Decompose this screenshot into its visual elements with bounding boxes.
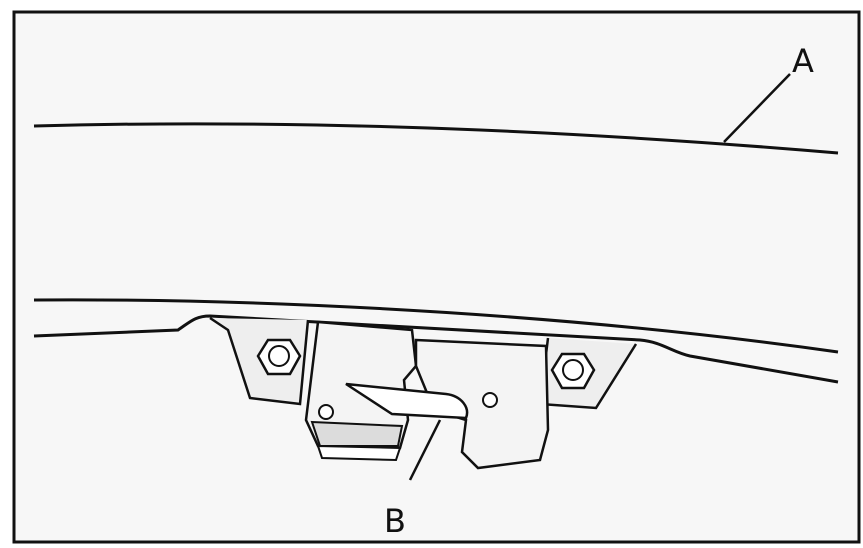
latch-shadow	[310, 420, 404, 447]
right-bolt-icon	[550, 352, 596, 390]
latch-lower-step	[316, 444, 402, 462]
callout-label-a: A	[792, 42, 814, 80]
panel-edge-lower	[33, 298, 839, 354]
diagram-border	[12, 10, 861, 544]
panel-flange	[33, 314, 839, 384]
callout-label-b: B	[384, 502, 406, 540]
leader-line-a	[723, 73, 791, 143]
left-bolt-icon	[256, 338, 302, 376]
release-lever	[345, 382, 469, 420]
panel-edge-upper	[33, 122, 839, 155]
latch-plate	[414, 338, 550, 470]
pivot-hole	[482, 392, 498, 408]
leader-line-b	[408, 419, 442, 481]
latch-pin	[318, 404, 334, 420]
